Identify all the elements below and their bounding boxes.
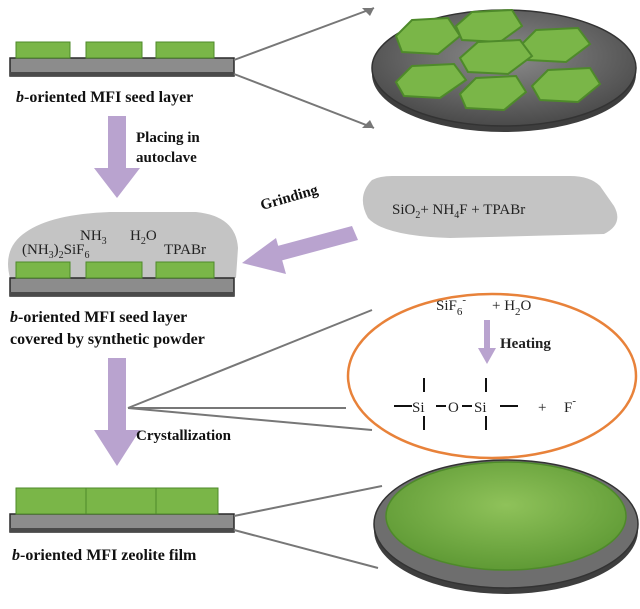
zeolite-film-layer [15, 487, 219, 515]
seed-crystals [15, 41, 215, 59]
zoom-lines-middle [127, 309, 373, 431]
seed-layer-substrate [9, 57, 235, 77]
species-h2o: H2O [130, 228, 157, 247]
covered-substrate [9, 277, 235, 297]
species-ammonium-fluorosilicate: (NH3)2SiF6 [22, 242, 90, 261]
heating-arrow [478, 320, 496, 364]
covered-layer-caption-line1: b-oriented MFI seed layer [10, 309, 187, 326]
covered-seed-crystals [15, 261, 215, 279]
zoom-lines-bottom [233, 485, 383, 569]
reaction-ellipse [346, 292, 638, 460]
down-arrow-placing [94, 116, 140, 198]
zeolite-film-substrate [9, 513, 235, 533]
step-placing-line2: autoclave [136, 150, 197, 166]
species-tpabr: TPABr [164, 242, 206, 258]
reaction-plus-h2o: + H2O [492, 298, 532, 318]
siloxane-bonds [394, 378, 518, 430]
species-nh3: NH3 [80, 228, 107, 247]
step-placing-line1: Placing in [136, 130, 200, 146]
reagent-powder-blob [362, 176, 618, 238]
siloxane-si-right: Si [474, 400, 487, 416]
zeolite-film-caption: b-oriented MFI zeolite film [12, 547, 197, 564]
hexagonal-crystals [394, 8, 602, 112]
grinding-arrow [242, 226, 358, 274]
heating-label: Heating [500, 336, 551, 352]
grinding-label: Grinding [259, 182, 321, 214]
down-arrow-crystallization [94, 358, 140, 466]
fluoride-ion: F- [564, 395, 576, 416]
step-crystallization: Crystallization [136, 428, 232, 444]
reaction-plus: + [538, 400, 546, 416]
siloxane-oxygen: O [448, 400, 459, 416]
seed-layer-caption: b-oriented MFI seed layer [16, 89, 193, 106]
reagent-formula: SiO2+ NH4F + TPABr [392, 202, 525, 221]
reaction-sif6: SiF6- [436, 294, 466, 318]
covered-layer-caption-line2: covered by synthetic powder [10, 331, 205, 348]
zeolite-film-disc [373, 459, 639, 594]
zoom-lines-top [233, 7, 375, 129]
siloxane-si-left: Si [412, 400, 425, 416]
